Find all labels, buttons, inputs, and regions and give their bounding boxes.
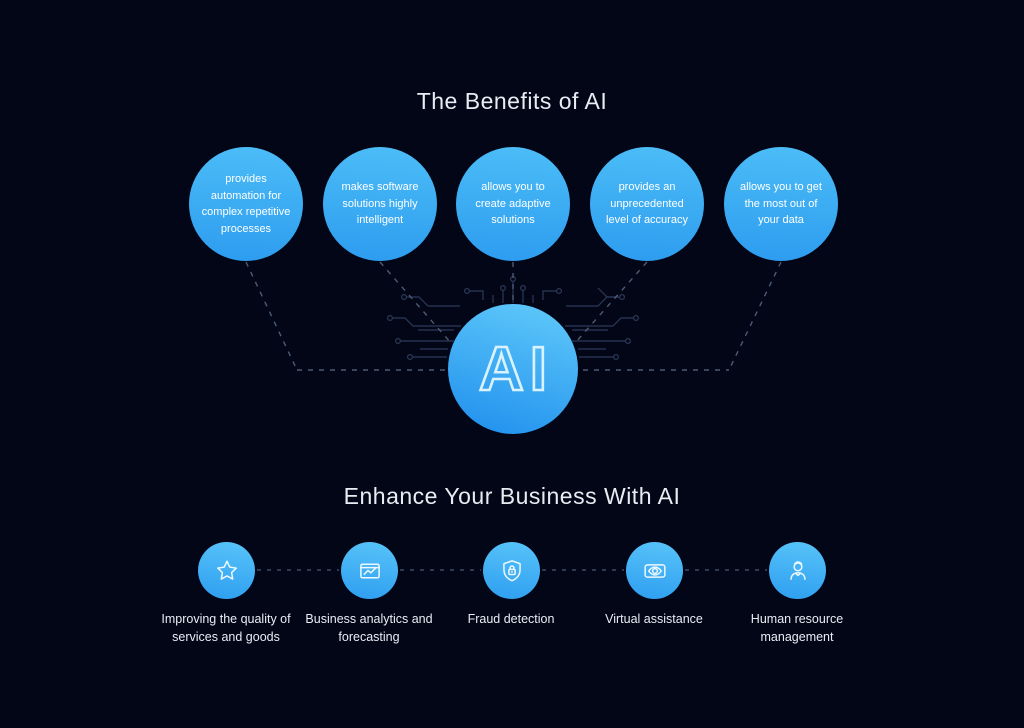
enhance-circle-hr — [769, 542, 826, 599]
enhance-circle-analytics — [341, 542, 398, 599]
benefit-circle-adaptive-solutions: allows you to create adaptive solutions — [456, 147, 570, 261]
benefits-title: The Benefits of AI — [416, 88, 608, 114]
dashed-connectors — [245, 261, 782, 371]
enhance-circle-quality — [198, 542, 255, 599]
enhance-circle-fraud — [483, 542, 540, 599]
person-icon — [789, 560, 806, 580]
star-icon — [216, 560, 237, 580]
ai-center-circle: AI — [448, 304, 578, 434]
benefit-circle-automation: provides automation for complex repetiti… — [189, 147, 303, 261]
benefit-text: provides an unprecedented level of accur… — [606, 181, 688, 227]
enhance-label-quality: Improving the quality of services and go… — [161, 612, 291, 645]
analytics-icon — [359, 563, 380, 578]
shield-lock-icon — [502, 559, 521, 581]
circuit-traces — [387, 276, 639, 361]
enhance-title: Enhance Your Business With AI — [343, 483, 681, 509]
enhance-label-analytics: Business analytics and forecasting — [305, 612, 433, 645]
enhance-label-assistance: Virtual assistance — [605, 612, 703, 626]
ai-label: AI — [478, 333, 553, 405]
enhance-circle-assistance — [626, 542, 683, 599]
benefit-circle-accuracy: provides an unprecedented level of accur… — [590, 147, 704, 261]
benefit-text: allows you to get the most out of your d… — [740, 181, 822, 227]
enhance-label-hr: Human resource management — [750, 612, 844, 645]
enhance-label-fraud: Fraud detection — [467, 612, 555, 626]
benefit-circle-data: allows you to get the most out of your d… — [724, 147, 838, 261]
benefit-text: allows you to create adaptive solutions — [475, 181, 551, 227]
eye-icon — [643, 563, 666, 578]
benefit-text: makes software solutions highly intellig… — [341, 181, 419, 227]
benefit-circle-intelligent-software: makes software solutions highly intellig… — [323, 147, 437, 261]
benefit-text: provides automation for complex repetiti… — [201, 173, 291, 235]
